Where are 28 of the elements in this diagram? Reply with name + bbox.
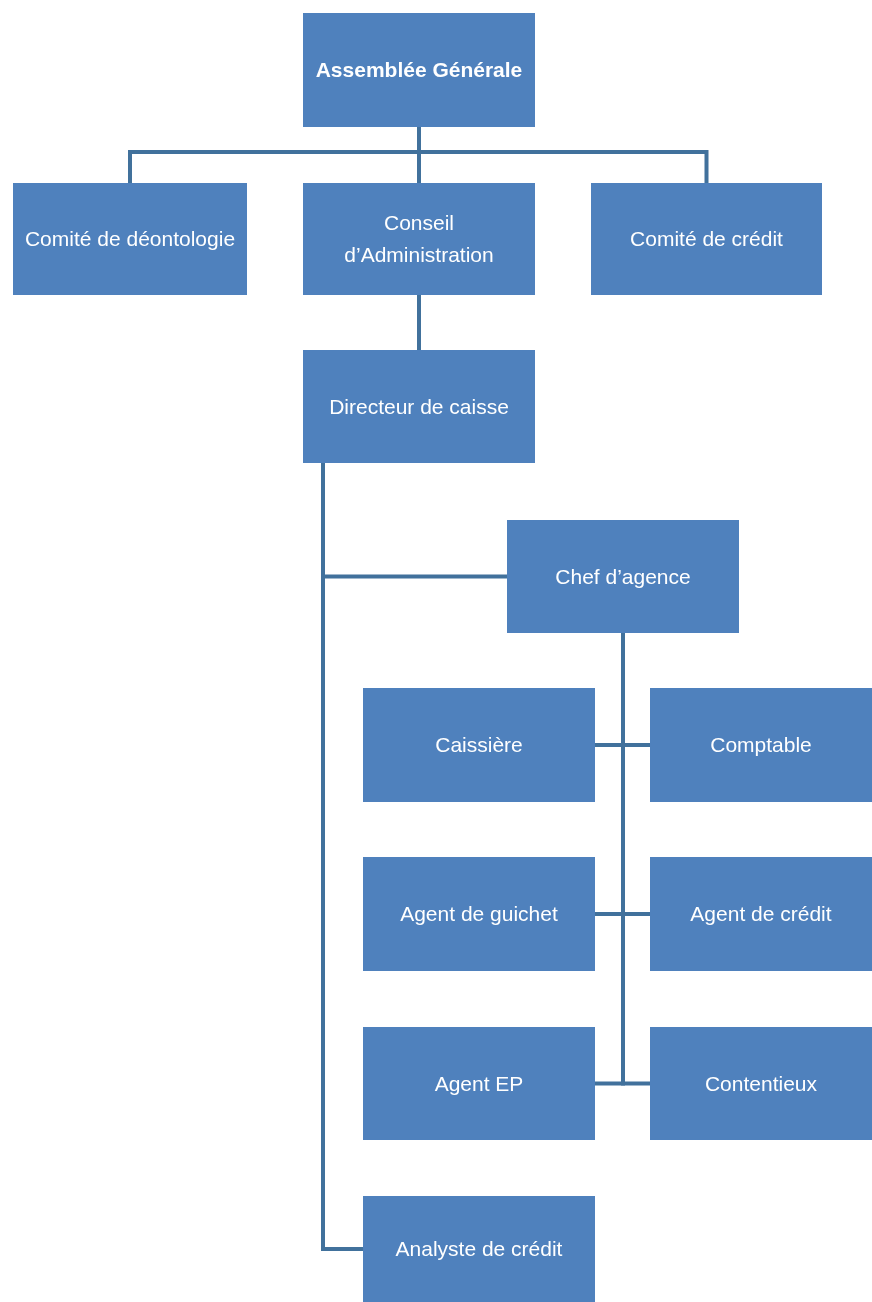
role-title: Conseil d’Administration [343, 210, 495, 268]
role-box [650, 688, 872, 802]
role-box [303, 183, 535, 295]
role-box [363, 1196, 595, 1302]
role-box [13, 183, 247, 295]
role-title: Directeur de caisse [329, 393, 509, 420]
role-title: Contentieux [704, 1070, 818, 1097]
role-box [591, 183, 822, 295]
role-box [363, 857, 595, 971]
role-title: Caissière [435, 732, 523, 758]
role-box [303, 350, 535, 463]
role-title: Comité de crédit [630, 226, 783, 252]
role-title: Comptable [710, 732, 812, 758]
role-title: Analyste de crédit [395, 1236, 563, 1262]
connector-line [417, 295, 421, 350]
role-title: Comité de déontologie [24, 226, 236, 252]
role-box [507, 520, 739, 633]
role-title: Agent EP [434, 1070, 524, 1097]
connector-line [417, 127, 709, 183]
role-box [303, 13, 535, 127]
role-title: Assemblée Générale [315, 57, 523, 83]
role-title: Chef d’agence [555, 563, 691, 590]
role-box [363, 688, 595, 802]
role-box [650, 1027, 872, 1140]
role-title: Agent de crédit [690, 901, 832, 927]
role-box [363, 1027, 595, 1140]
role-title: Agent de guichet [400, 901, 558, 927]
role-box [650, 857, 872, 971]
